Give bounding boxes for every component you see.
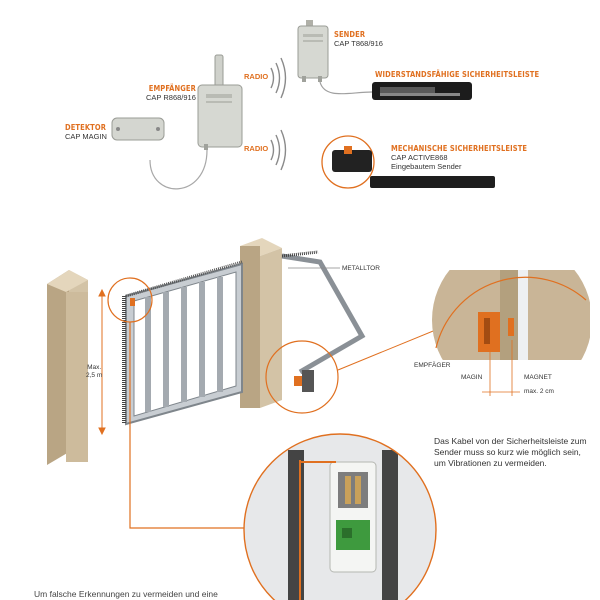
resistive-safety-edge — [372, 82, 472, 100]
magin-marker — [294, 376, 302, 386]
bottom-text: Um falsche Erkennungen zu vermeiden und … — [34, 589, 218, 599]
gate-label: METALLTOR — [342, 265, 380, 272]
detail-magnet: MAGNET — [524, 374, 552, 381]
receiver-on-post — [302, 370, 314, 392]
mechanical-edge-title: MECHANISCHE SICHERHEITSLEISTE — [391, 144, 528, 153]
sender-model: CAP T868/916 — [334, 39, 383, 48]
left-post — [47, 270, 88, 465]
height-dimension — [98, 288, 106, 436]
mechanical-edge-model: CAP ACTIVE868 — [391, 153, 448, 162]
resistive-edge-title: WIDERSTANDSFÄHIGE SICHERHEITSLEISTE — [375, 70, 540, 79]
magin-detail — [432, 270, 590, 396]
mechanical-safety-edge — [321, 135, 495, 189]
receiver-model: CAP R868/916 — [146, 93, 196, 102]
mechanical-edge-subtitle: Eingebautem Sender — [391, 162, 462, 171]
radio-label-bottom: RADIO — [244, 144, 269, 153]
height-label-line1: Max. — [87, 364, 102, 371]
cable-note: Das Kabel von der Sicherheitsleiste zum … — [434, 436, 587, 468]
zoom-circle-magin — [265, 340, 339, 414]
callout-line-edge — [129, 322, 250, 529]
receiver-title: EMPFÄNGER — [148, 84, 196, 93]
sender-device — [297, 20, 329, 82]
hinge-post — [240, 238, 282, 408]
sender-label: SENDER CAP T868/916 — [334, 30, 383, 48]
detector-label: DETEKTOR CAP MAGIN — [65, 123, 107, 141]
detail-distance: max. 2 cm — [524, 388, 554, 395]
receiver-label: EMPFÄNGER CAP R868/916 — [146, 84, 196, 102]
detail-magin: MAGIN — [461, 374, 483, 381]
detector-device — [111, 117, 165, 141]
detail-empfaenger: EMPFÄGER — [414, 362, 451, 369]
sender-detail — [243, 433, 437, 600]
height-label: Max. 2,5 m — [86, 364, 102, 380]
sender-title: SENDER — [334, 30, 366, 39]
metal-gate — [122, 250, 366, 426]
resistive-edge-label: WIDERSTANDSFÄHIGE SICHERHEITSLEISTE — [375, 70, 539, 79]
mechanical-edge-label: MECHANISCHE SICHERHEITSLEISTE CAP ACTIVE… — [391, 144, 527, 171]
detector-title: DETEKTOR — [65, 123, 106, 132]
detector-model: CAP MAGIN — [65, 132, 107, 141]
receiver-device — [197, 54, 243, 150]
radio-label-top: RADIO — [244, 72, 269, 81]
edge-sender-marker — [130, 298, 135, 306]
radio-waves-icon — [270, 57, 287, 171]
height-label-line2: 2,5 m — [86, 372, 103, 379]
